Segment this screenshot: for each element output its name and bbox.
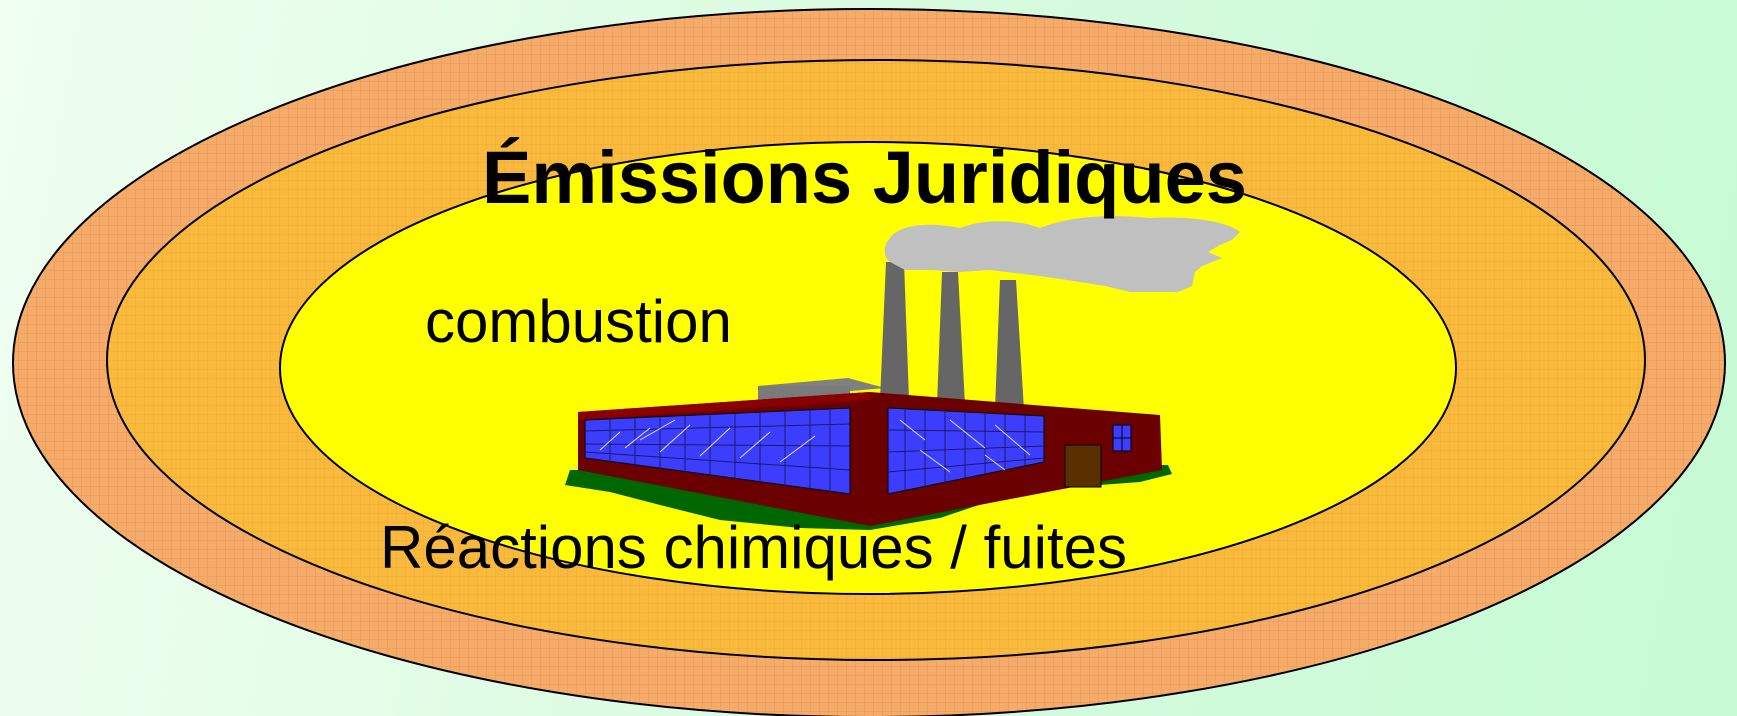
- factory-icon: [565, 216, 1240, 530]
- diagram-title: Émissions Juridiques: [482, 136, 1247, 219]
- label-combustion: combustion: [425, 288, 732, 355]
- label-reactions: Réactions chimiques / fuites: [380, 514, 1128, 581]
- smoke-cloud-icon: [884, 216, 1240, 292]
